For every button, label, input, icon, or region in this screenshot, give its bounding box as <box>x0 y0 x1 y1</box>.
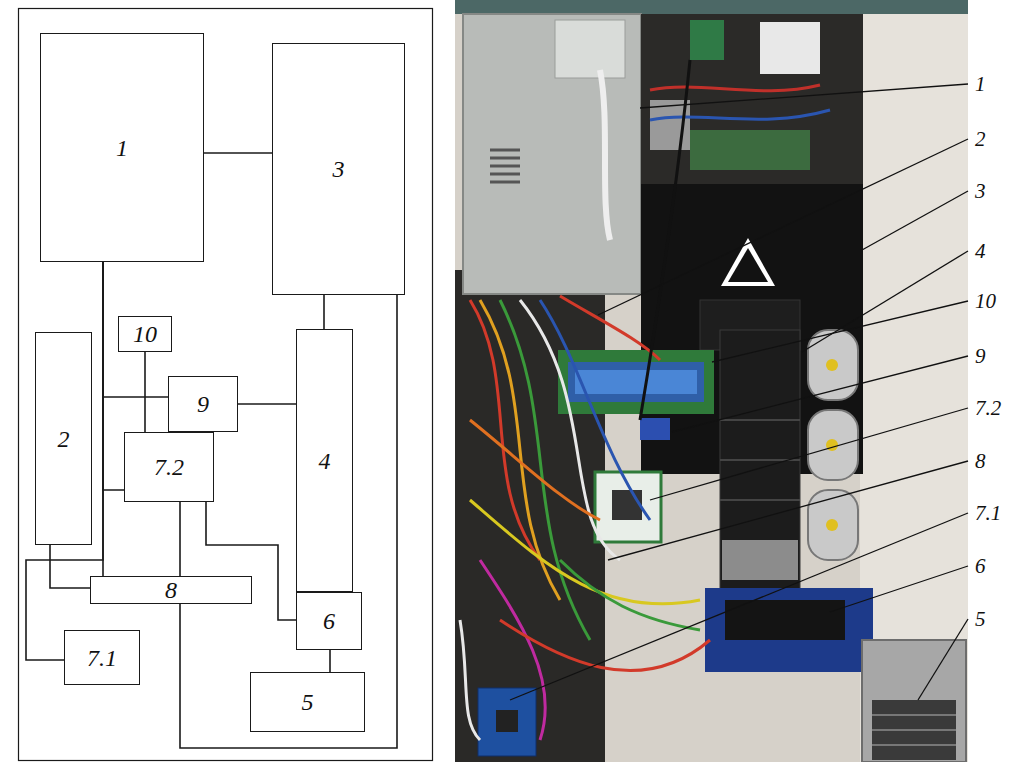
arduino-nano <box>478 688 536 756</box>
callout-number: 1 <box>974 74 987 95</box>
connector-path <box>204 152 272 154</box>
block-number: 2 <box>58 427 70 451</box>
sensor-board <box>690 20 724 60</box>
cylinder-ring <box>722 540 798 580</box>
power-supply <box>463 14 641 294</box>
connector-path <box>179 502 181 576</box>
block-box: 1 <box>40 33 204 262</box>
block-box: 4 <box>296 329 353 592</box>
capacitors <box>808 330 858 560</box>
block-number: 5 <box>302 690 314 714</box>
connector-line <box>180 295 397 748</box>
block-number: 4 <box>319 449 331 473</box>
callout-number: 8 <box>974 451 987 472</box>
callout-number: 9 <box>974 346 987 367</box>
connector-path <box>238 403 296 405</box>
psu-sticker <box>555 20 625 78</box>
block-number: 6 <box>323 609 335 633</box>
block-number: 7.1 <box>87 646 117 670</box>
dark-interior <box>455 270 605 762</box>
connector-path <box>50 545 90 588</box>
connector-path <box>103 262 124 490</box>
block-box: 7.2 <box>124 432 214 502</box>
wall <box>860 0 968 762</box>
block-number: 3 <box>333 157 345 181</box>
block-box: 6 <box>296 592 362 650</box>
callout-number: 7.1 <box>974 503 1002 524</box>
callout-number: 10 <box>974 291 997 312</box>
block-box: 10 <box>118 316 172 352</box>
connector-line <box>103 262 124 490</box>
fan <box>862 640 966 762</box>
callout-number: 4 <box>974 241 987 262</box>
connector-path <box>329 650 331 672</box>
relay-module <box>760 22 820 74</box>
psu-vents <box>490 150 520 182</box>
connector-line <box>50 545 90 588</box>
callout-number: 2 <box>974 129 987 150</box>
block-number: 9 <box>197 392 209 416</box>
connector-line <box>145 352 146 432</box>
warning-sign <box>721 238 775 286</box>
connector-line <box>324 295 325 329</box>
callout-number: 6 <box>974 556 987 577</box>
block-box: 2 <box>35 332 92 545</box>
wiring <box>460 60 710 740</box>
block-number: 7.2 <box>154 455 184 479</box>
block-box: 3 <box>272 43 405 295</box>
connector-path <box>144 352 146 432</box>
callout-number: 7.2 <box>974 398 1002 419</box>
connector-line <box>238 404 296 405</box>
connector-line <box>180 502 181 576</box>
block-number: 8 <box>165 578 177 602</box>
frame-border <box>19 9 433 761</box>
photo-ground <box>455 0 968 762</box>
top-compartment <box>641 14 863 184</box>
connector-path <box>180 295 397 748</box>
connector-line <box>204 153 272 154</box>
block-box: 9 <box>168 376 238 432</box>
callout-number: 3 <box>974 181 987 202</box>
connector-path <box>323 295 325 329</box>
block-box: 8 <box>90 576 252 604</box>
driver-board <box>690 130 810 170</box>
block-number: 1 <box>116 136 128 160</box>
connector-line <box>330 650 331 672</box>
blue-module <box>705 588 873 672</box>
block-number: 10 <box>133 322 157 346</box>
enclosure-top <box>455 0 968 14</box>
leader-lines <box>510 84 968 700</box>
cylinder <box>720 330 800 592</box>
block-box: 7.1 <box>64 630 140 685</box>
module-9 <box>640 418 670 440</box>
callout-number: 5 <box>974 609 987 630</box>
block-box: 5 <box>250 672 365 732</box>
